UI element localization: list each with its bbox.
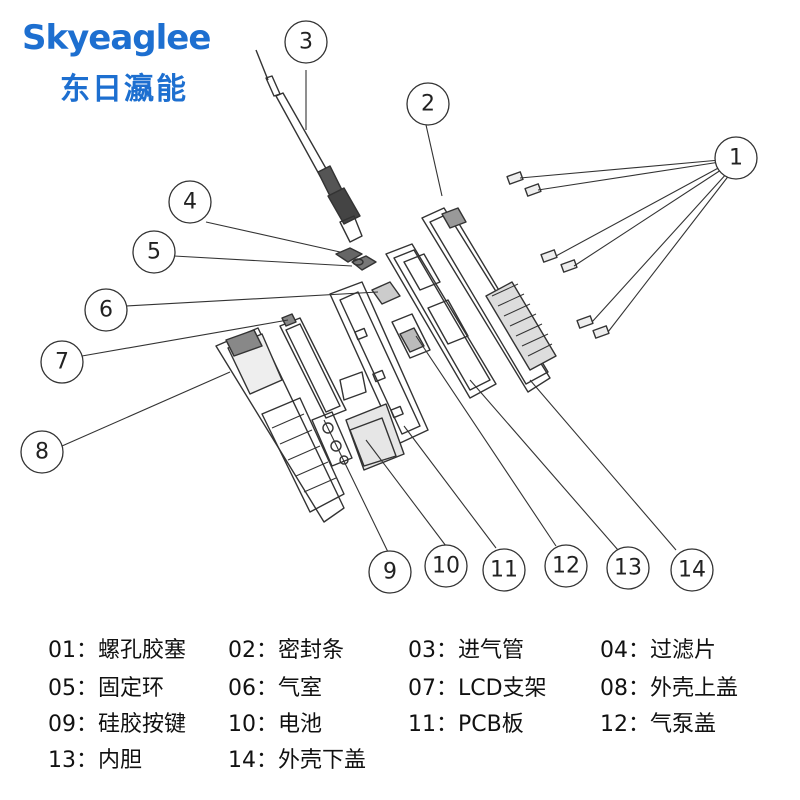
callout-2: 2 — [421, 92, 435, 117]
legend-item-08: 08：外壳上盖 — [600, 676, 738, 701]
callout-4: 4 — [183, 190, 197, 215]
part-inlet-tube — [255, 49, 363, 243]
legend-item-01: 01：螺孔胶塞 — [48, 638, 186, 663]
legend-item-07: 07：LCD支架 — [408, 676, 547, 701]
callout-6: 6 — [99, 298, 113, 323]
part-gas-chamber — [371, 281, 401, 305]
part-bottom-shell — [421, 207, 557, 393]
part-screw-plugs — [506, 171, 610, 339]
legend-item-10: 10：电池 — [228, 712, 322, 737]
callout-13: 13 — [614, 556, 642, 581]
legend-item-14: 14：外壳下盖 — [228, 748, 366, 773]
legend-item-03: 03：进气管 — [408, 638, 524, 663]
callout-5: 5 — [147, 240, 161, 265]
legend-item-09: 09：硅胶按键 — [48, 712, 186, 737]
part-top-shell — [215, 327, 345, 523]
parts-legend: 01：螺孔胶塞 02：密封条 03：进气管 04：过滤片 05：固定环 06：气… — [0, 618, 800, 788]
part-filter-and-ring — [335, 247, 377, 271]
callout-3: 3 — [299, 30, 313, 55]
callout-14: 14 — [678, 558, 706, 583]
legend-item-13: 13：内胆 — [48, 748, 142, 773]
callout-7: 7 — [55, 350, 69, 375]
legend-item-02: 02：密封条 — [228, 638, 344, 663]
exploded-view-diagram: 1 2 3 4 5 6 7 8 9 10 11 12 13 14 — [20, 20, 758, 594]
legend-item-06: 06：气室 — [228, 676, 322, 701]
part-pcb-board — [329, 281, 429, 445]
part-silicone-keypad — [311, 411, 353, 467]
callout-8: 8 — [35, 440, 49, 465]
brand-logo: Skyeaglee 东日瀛能 — [22, 18, 222, 108]
callout-1: 1 — [729, 146, 743, 171]
legend-item-05: 05：固定环 — [48, 676, 164, 701]
part-battery — [339, 371, 405, 471]
callout-10: 10 — [432, 554, 460, 579]
brand-name: Skyeaglee — [22, 18, 211, 58]
legend-item-04: 04：过滤片 — [600, 638, 716, 663]
part-lcd-bracket — [279, 313, 347, 419]
callout-12: 12 — [552, 554, 580, 579]
brand-chinese-name: 东日瀛能 — [60, 72, 188, 107]
callout-11: 11 — [490, 558, 518, 583]
legend-item-11: 11：PCB板 — [408, 712, 524, 737]
part-inner-liner — [385, 243, 497, 399]
callout-9: 9 — [383, 560, 397, 585]
part-pump-cover — [391, 313, 431, 359]
legend-item-12: 12：气泵盖 — [600, 712, 716, 737]
